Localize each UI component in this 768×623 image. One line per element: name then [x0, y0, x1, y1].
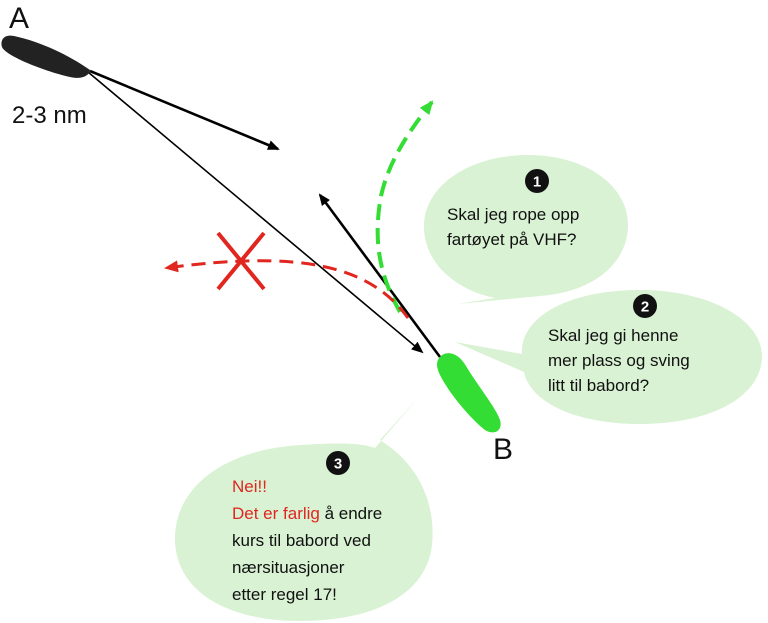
vessel-b-label: B	[493, 433, 513, 466]
range-label: 2-3 nm	[12, 102, 87, 129]
bubble-1-shape	[423, 155, 628, 304]
bubble-3-line-3: kurs til babord ved	[232, 531, 371, 550]
speech-bubble-1: 1 Skal jeg rope opp fartøyet på VHF?	[423, 155, 628, 304]
bubble-1-line-1: Skal jeg rope opp	[447, 205, 579, 224]
cross-icon	[216, 231, 266, 291]
vessel-b-hull	[437, 353, 501, 433]
number-3: 3	[334, 456, 342, 473]
number-badge-1	[525, 169, 549, 193]
bubble-3-line-4: nærsituasjoner	[232, 558, 345, 577]
starboard-turn-path	[375, 100, 434, 313]
bearing-line-arrow	[87, 71, 424, 354]
number-badge-2	[633, 294, 657, 318]
bubble-2-line-3: litt til babord?	[548, 376, 649, 395]
bubble-3-line-5: etter regel 17!	[232, 585, 337, 604]
bubble-3-warning-line: Nei!!	[232, 477, 267, 496]
vessel-b-heading-arrow	[318, 193, 442, 358]
vessel-a-label: A	[9, 2, 29, 35]
speech-bubble-2: 2 Skal jeg gi henne mer plass og sving l…	[455, 290, 762, 424]
bubble-3-shape	[174, 398, 433, 621]
bubble-2-shape	[455, 290, 762, 424]
bubble-3-line-2: Det er farlig å endre	[232, 504, 382, 523]
number-1: 1	[533, 174, 541, 191]
speech-bubble-3: 3 Nei!! Det er farlig å endre kurs til b…	[174, 398, 433, 621]
number-badge-3	[326, 451, 350, 475]
bubble-2-line-2: mer plass og sving	[548, 351, 690, 370]
port-turn-path	[164, 259, 410, 319]
bubble-1-line-2: fartøyet på VHF?	[447, 230, 576, 249]
bubble-3-warning-prefix: Det er farlig	[232, 504, 320, 523]
bubble-2-line-1: Skal jeg gi henne	[548, 326, 678, 345]
bubble-3-warning-suffix: å endre	[320, 504, 382, 523]
number-2: 2	[641, 299, 649, 316]
vessel-a-hull	[1, 35, 90, 78]
vessel-a-heading-arrow	[89, 69, 280, 151]
